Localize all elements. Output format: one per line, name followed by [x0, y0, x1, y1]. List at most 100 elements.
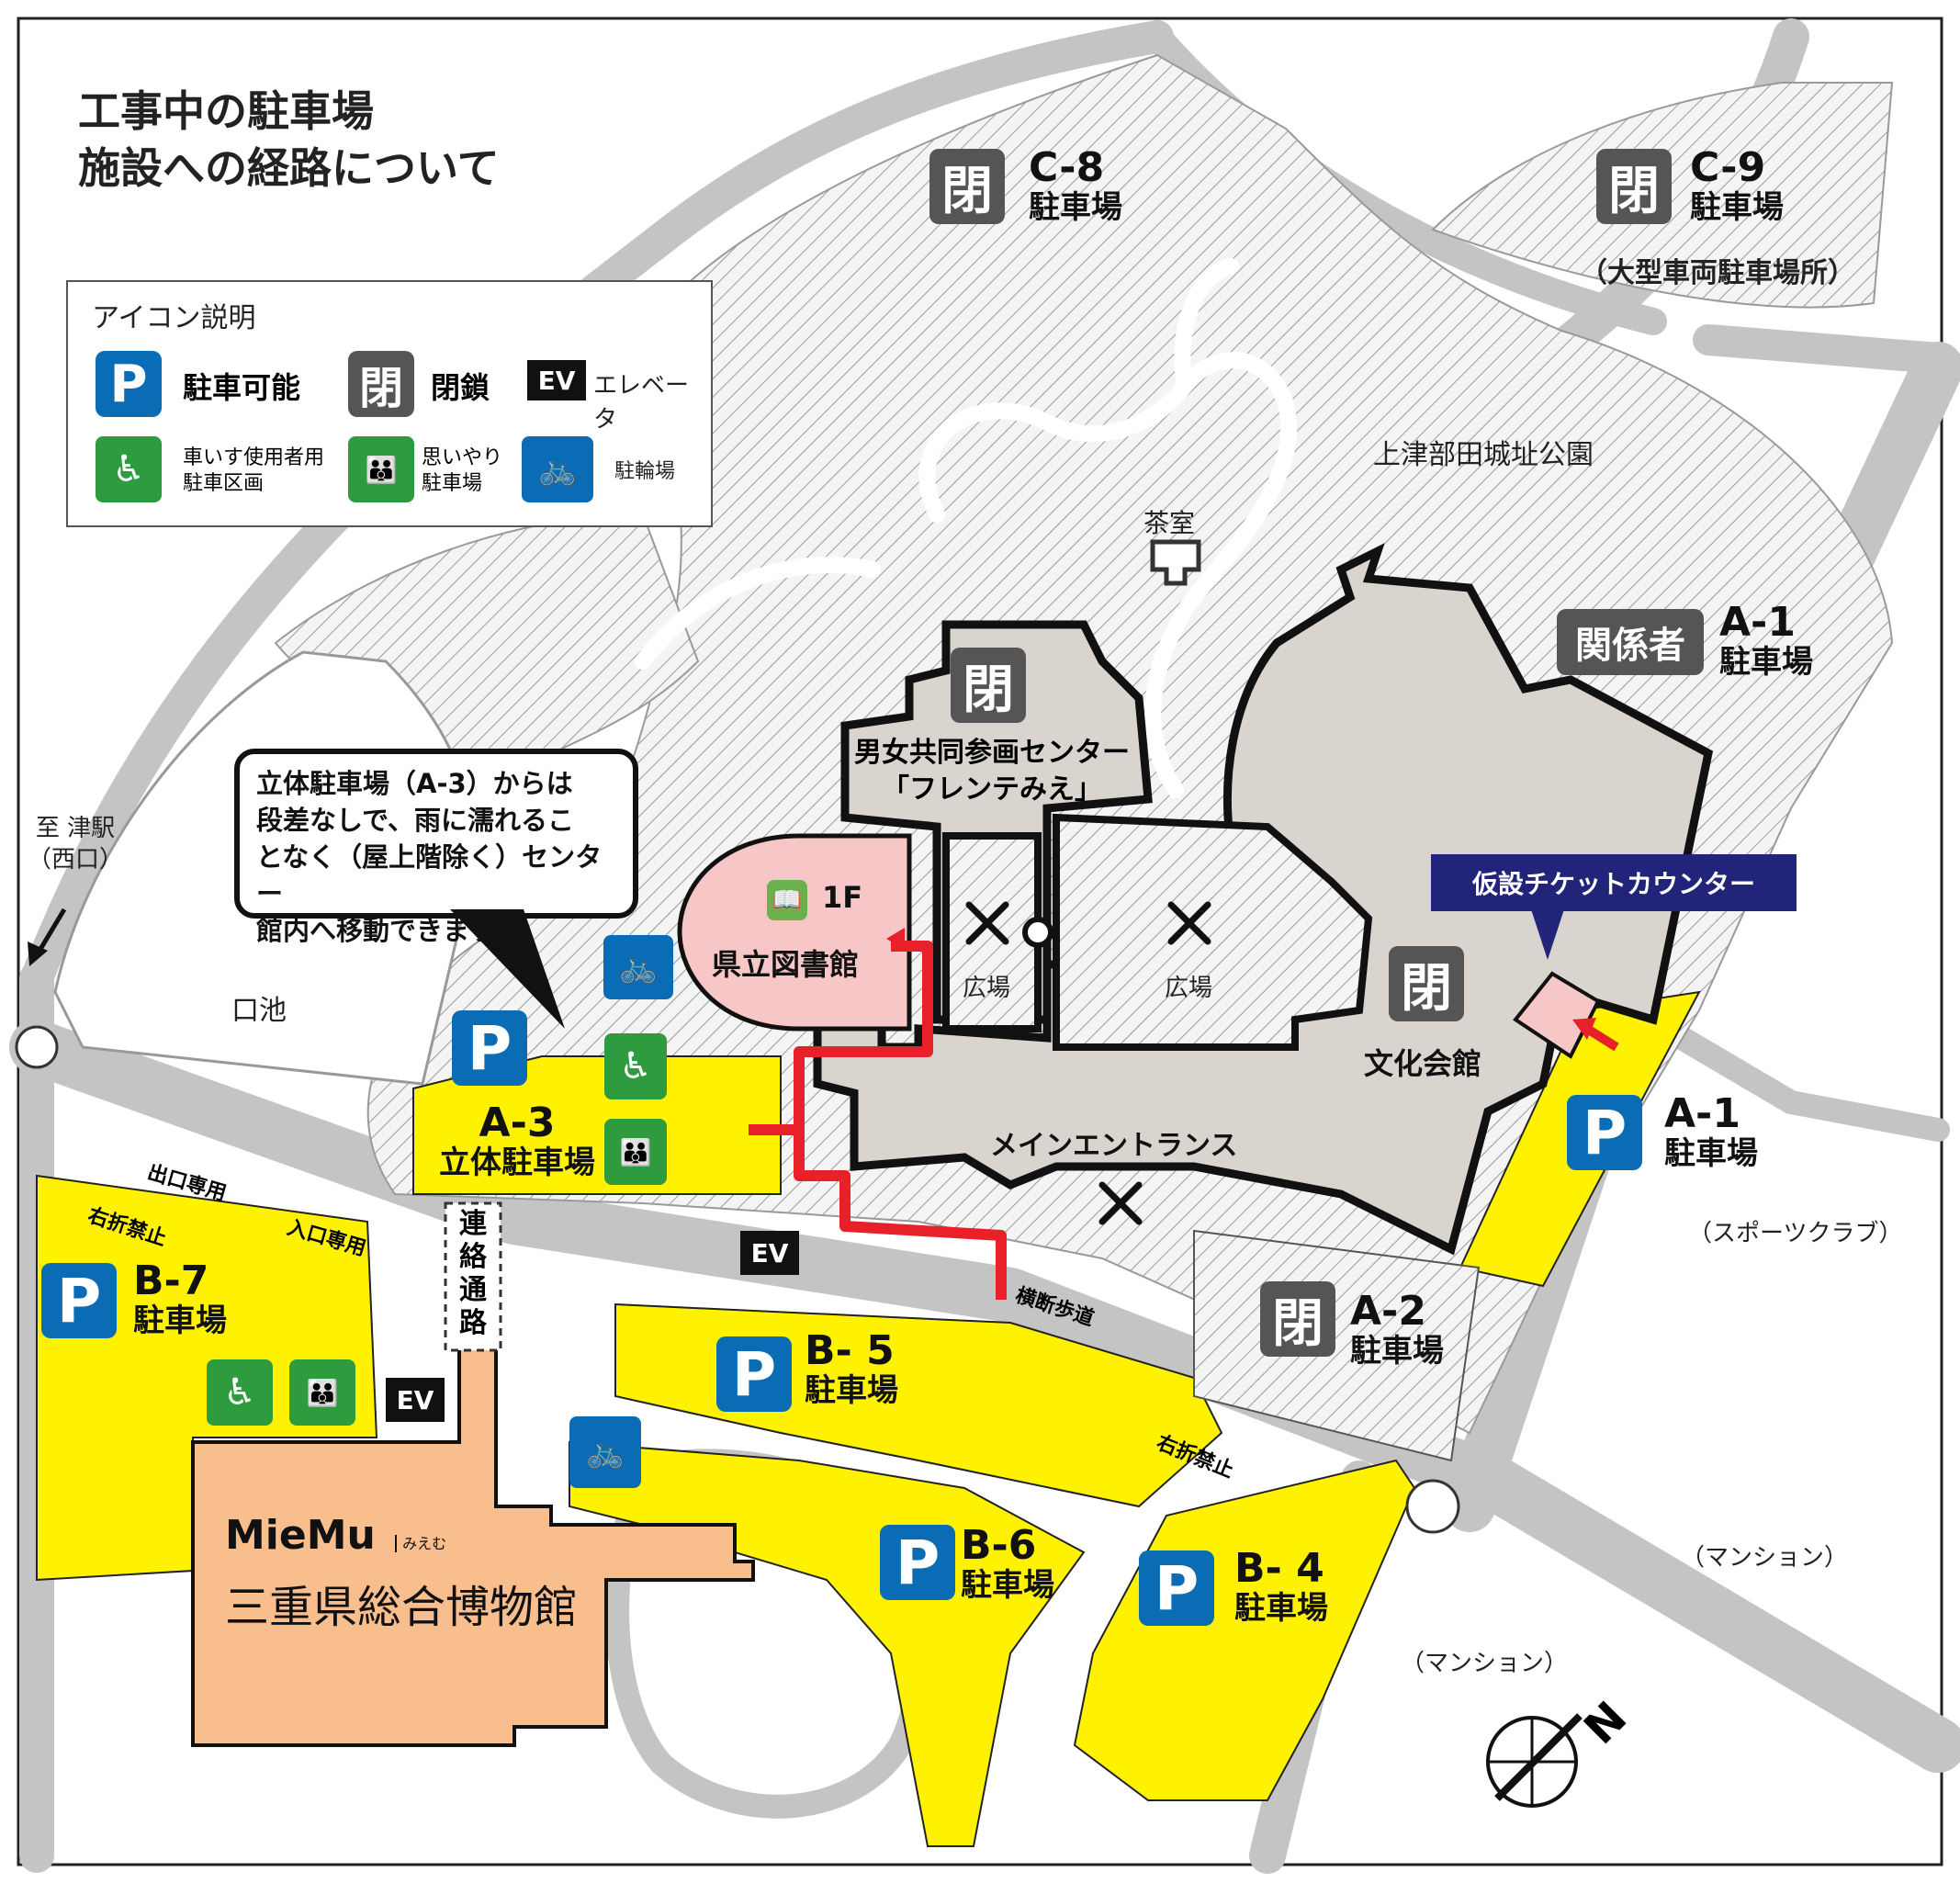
callout-bubble: 立体駐車場（A-3）からは 段差なしで、雨に濡れるこ となく（屋上階除く）センタ… — [234, 749, 638, 946]
lot-b7-name: 駐車場 — [133, 1302, 227, 1339]
lot-b6-label: B-6 駐車場 — [961, 1522, 1054, 1605]
library-name: 県立図書館 — [712, 947, 860, 982]
legend-closed-label: 閉鎖 — [431, 370, 490, 405]
lot-b5-label: B- 5 駐車場 — [805, 1327, 898, 1410]
callout-line1: 立体駐車場（A-3）からは — [256, 768, 573, 799]
lot-b4-label: B- 4 駐車場 — [1234, 1548, 1328, 1628]
museum-logo-kana: みえむ — [395, 1535, 447, 1552]
museum-logo-text: MieMu — [225, 1512, 376, 1559]
plaza-right-label: 広場 — [1165, 975, 1213, 1002]
map-title-line2: 施設への経路について — [78, 143, 500, 193]
bunka-closed-badge: 閉 — [1389, 946, 1464, 1021]
lot-a3-parking-badge: P — [452, 1010, 527, 1086]
lot-a1-label: A-1 駐車場 — [1664, 1090, 1758, 1173]
passage-char-2: 絡 — [459, 1241, 487, 1273]
mansion-label-1: （マンション） — [1681, 1544, 1849, 1572]
lot-a1-code: A-1 — [1664, 1090, 1740, 1137]
legend-omoiyari-icon: 👪 — [348, 436, 414, 502]
lot-c8-name: 駐車場 — [1029, 189, 1122, 226]
legend-bicycle-icon: 🚲 — [522, 436, 593, 502]
museum-building — [191, 1335, 755, 1747]
library-book-icon: 📖 — [767, 880, 807, 920]
lot-c8-closed-badge: 閉 — [929, 149, 1005, 224]
lot-a3-code: A-3 — [479, 1099, 556, 1146]
lot-a1-staff-name: 駐車場 — [1719, 644, 1813, 681]
frente-closed-badge: 閉 — [951, 648, 1026, 723]
lot-b6-area — [569, 1440, 1086, 1847]
connecting-passage — [444, 1201, 502, 1352]
pond-label: 口池 — [231, 995, 287, 1027]
frente-label-line2: 「フレンテみえ」 — [882, 773, 1102, 806]
legend-wheelchair-icon: ♿ — [96, 436, 162, 502]
ticket-counter-area — [1513, 971, 1601, 1059]
lot-a1-parking-badge: P — [1567, 1095, 1642, 1170]
legend-bicycle-label: 駐輪場 — [614, 460, 676, 483]
callout-pointer — [450, 909, 565, 1029]
passage-char-1: 連 — [459, 1208, 487, 1240]
legend-wheelchair-line1: 車いす使用者用 — [183, 446, 325, 469]
lot-a1-staff-badge: 関係者 — [1557, 609, 1704, 675]
park-name: 上津部田城址公園 — [1373, 439, 1594, 471]
compass — [1486, 1713, 1583, 1808]
lot-c8-label: C-8 駐車場 — [1029, 147, 1122, 227]
passage-char-4: 路 — [459, 1307, 487, 1339]
lot-a3-bicycle-icon: 🚲 — [603, 935, 673, 999]
bunka-name: 文化会館 — [1364, 1046, 1482, 1081]
frente-mie-building — [840, 620, 1153, 1024]
legend-wheelchair-line2: 駐車区画 — [183, 472, 265, 495]
lot-a3-wheelchair-icon: ♿ — [604, 1033, 667, 1099]
lot-b6-code: B-6 — [961, 1522, 1037, 1569]
lot-b6-parking-badge: P — [880, 1525, 955, 1600]
lot-b7-code: B-7 — [133, 1257, 209, 1304]
lot-c9-closed-badge: 閉 — [1596, 149, 1672, 224]
to-station-line2: （西口） — [28, 846, 124, 874]
lot-b7-parking-badge: P — [41, 1263, 117, 1338]
to-station-arrow — [28, 908, 67, 966]
lot-b4-parking-badge: P — [1139, 1550, 1214, 1626]
frente-label: 男女共同参画センター 「フレンテみえ」 — [850, 735, 1134, 808]
museum-logo: MieMu みえむ — [225, 1512, 447, 1559]
sports-club-label: （スポーツクラブ） — [1688, 1220, 1903, 1247]
lot-a1-staff-code: A-1 — [1719, 599, 1796, 646]
legend-parking-label: 駐車可能 — [183, 370, 301, 405]
lot-b5-bicycle-icon: 🚲 — [569, 1416, 641, 1488]
lot-b7-label: B-7 駐車場 — [133, 1257, 227, 1340]
museum-name: 三重県総合博物館 — [225, 1582, 579, 1633]
map-title: 工事中の駐車場 施設への経路について — [78, 83, 500, 197]
legend-parking-icon: P — [96, 351, 162, 417]
library-floor: 1F — [822, 880, 863, 915]
legend-closed-icon: 閉 — [348, 351, 414, 417]
connecting-passage-label: 連 絡 通 路 — [456, 1208, 490, 1340]
legend-omoiyari-line2: 駐車場 — [422, 472, 483, 495]
park-paths — [635, 258, 1298, 798]
lot-a1-name: 駐車場 — [1664, 1135, 1758, 1172]
closed-x-marks — [965, 901, 1211, 1225]
tea-house-label: 茶室 — [1143, 508, 1196, 538]
lot-b4-area — [1073, 1459, 1416, 1801]
lot-a3-name: 立体駐車場 — [439, 1144, 595, 1181]
legend-elevator-label: エレベータ — [593, 372, 690, 434]
lot-a3-label: A-3 立体駐車場 — [439, 1099, 595, 1182]
lot-b5-parking-badge: P — [716, 1336, 792, 1412]
lot-b4-name: 駐車場 — [1234, 1590, 1328, 1627]
lot-a2-name: 駐車場 — [1350, 1333, 1444, 1370]
main-entrance-label: メインエントランス — [990, 1130, 1238, 1162]
lot-c9-name: 駐車場 — [1690, 189, 1784, 226]
to-station-line1: 至 津駅 — [35, 815, 116, 842]
lot-a2-code: A-2 — [1350, 1288, 1426, 1335]
lot-c9-code: C-9 — [1690, 144, 1766, 191]
to-station-label: 至 津駅 （西口） — [28, 813, 123, 875]
lot-b5-code: B- 5 — [805, 1327, 895, 1374]
lot-a2-closed-badge: 閉 — [1260, 1281, 1335, 1357]
lot-a1-staff-label: A-1 駐車場 — [1719, 599, 1813, 682]
frente-label-line1: 男女共同参画センター — [854, 737, 1130, 769]
library-building — [677, 833, 912, 1032]
elevator-a3: EV — [740, 1231, 799, 1275]
lot-b7-omoiyari-icon: 👪 — [289, 1359, 355, 1426]
lot-a2-label: A-2 駐車場 — [1350, 1291, 1444, 1370]
traffic-signals — [15, 1025, 1460, 1534]
route-arrow-ticket — [1572, 1018, 1619, 1052]
lot-b5-name: 駐車場 — [805, 1372, 898, 1409]
ticket-counter-label: 仮設チケットカウンター — [1431, 854, 1797, 911]
plaza-left-label: 広場 — [963, 975, 1011, 1002]
